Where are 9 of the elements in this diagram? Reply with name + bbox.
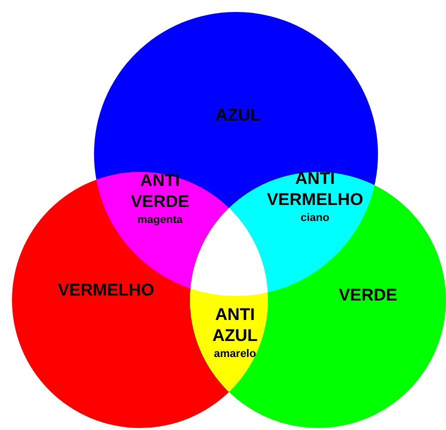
region-label: ANTI AZUL [211,304,259,346]
region-label: ANTI VERMELHO [266,168,364,210]
region-label: VERMELHO [56,280,156,300]
region-label: ANTI VERDE [130,170,190,212]
region-label: VERDE [338,284,398,306]
color-name: magenta [136,213,184,228]
color-name: ciano [300,211,330,226]
region-label: AZUL [214,104,262,126]
color-name: amarelo [212,347,258,362]
